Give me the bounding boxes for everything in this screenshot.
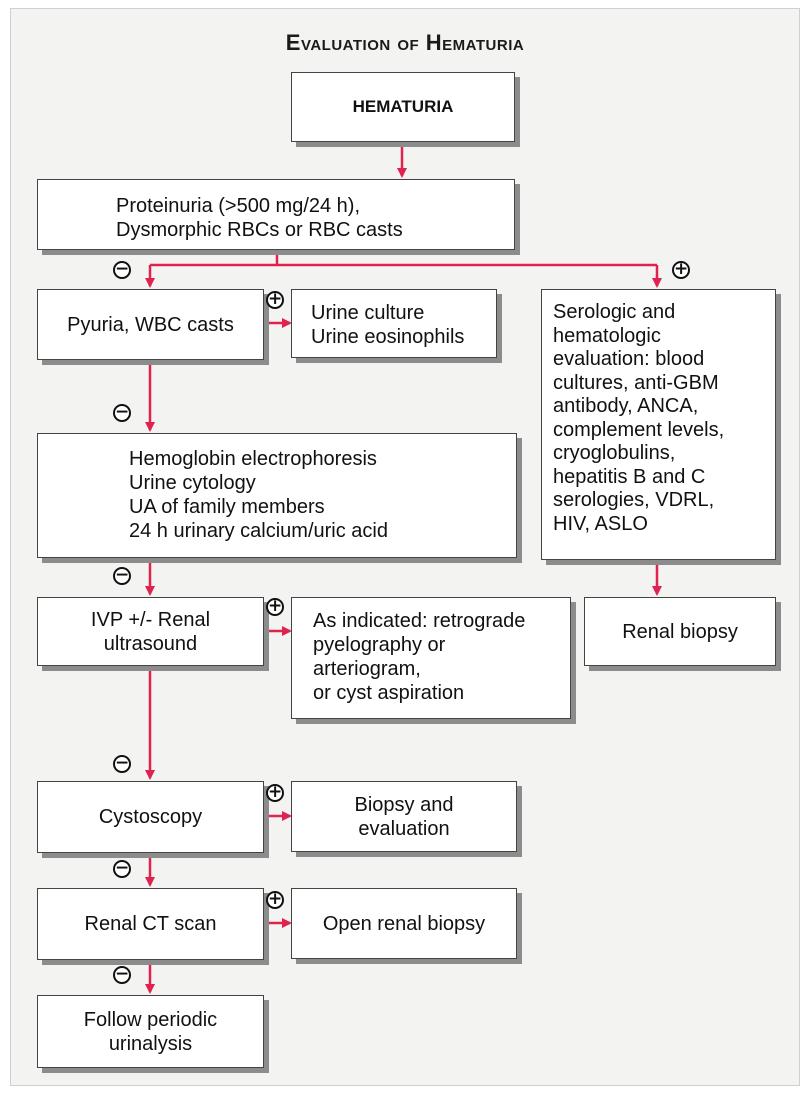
node-hemoglobin: Hemoglobin electrophoresis Urine cytolog…	[37, 433, 517, 558]
node-hematuria: HEMATURIA	[291, 72, 515, 142]
node-follow-urinalysis: Follow periodic urinalysis	[37, 995, 264, 1068]
positive-sign: +	[672, 259, 690, 279]
node-urine-culture: Urine culture Urine eosinophils	[291, 289, 497, 358]
negative-sign: −	[113, 753, 131, 773]
diagram-title: Evaluation of Hematuria	[285, 30, 525, 55]
negative-sign: −	[113, 964, 131, 984]
node-as-indicated: As indicated: retrograde pyelography or …	[291, 597, 571, 719]
negative-sign: −	[113, 402, 131, 422]
positive-sign: +	[266, 782, 284, 802]
negative-sign: −	[113, 858, 131, 878]
node-serologic: Serologic and hematologic evaluation: bl…	[541, 289, 776, 560]
node-pyuria: Pyuria, WBC casts	[37, 289, 264, 360]
positive-sign: +	[266, 289, 284, 309]
positive-sign: +	[266, 889, 284, 909]
node-ivp: IVP +/- Renal ultrasound	[37, 597, 264, 666]
node-renal-ct: Renal CT scan	[37, 888, 264, 960]
negative-sign: −	[113, 565, 131, 585]
node-open-renal-biopsy: Open renal biopsy	[291, 888, 517, 959]
negative-sign: −	[113, 259, 131, 279]
positive-sign: +	[266, 596, 284, 616]
node-biopsy-evaluation: Biopsy and evaluation	[291, 781, 517, 852]
node-proteinuria: Proteinuria (>500 mg/24 h), Dysmorphic R…	[37, 179, 515, 250]
node-renal-biopsy: Renal biopsy	[584, 597, 776, 666]
node-cystoscopy: Cystoscopy	[37, 781, 264, 853]
